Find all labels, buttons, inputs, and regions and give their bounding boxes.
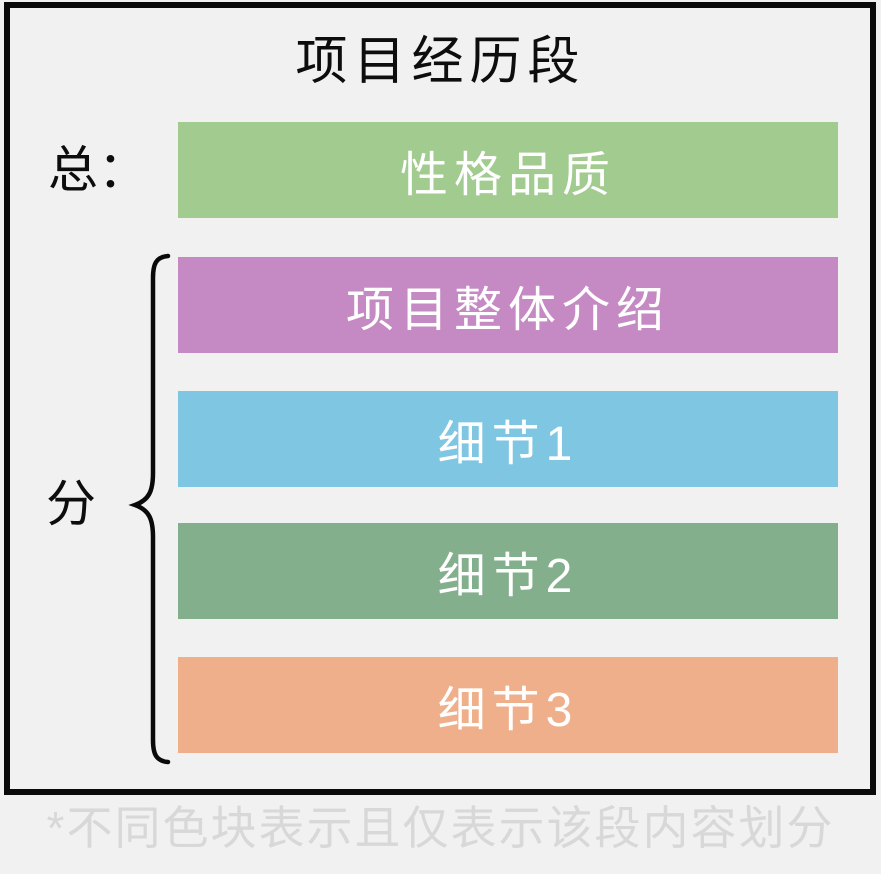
block-project-overview: 项目整体介绍: [178, 257, 838, 353]
diagram-title: 项目经历段: [295, 33, 586, 91]
block-label: 细节3: [437, 684, 579, 737]
block-detail-3: 细节3: [178, 657, 838, 753]
block-label: 细节2: [437, 550, 579, 603]
block-summary-quality: 性格品质: [178, 122, 838, 218]
footnote: *不同色块表示且仅表示该段内容划分: [46, 802, 835, 854]
block-label: 项目整体介绍: [345, 284, 670, 337]
summary-label: 总：: [48, 142, 148, 198]
detail-label: 分: [46, 476, 96, 532]
curly-brace: [128, 253, 171, 765]
block-label: 性格品质: [399, 149, 616, 202]
block-label: 细节1: [437, 418, 579, 471]
block-detail-1: 细节1: [178, 391, 838, 487]
block-detail-2: 细节2: [178, 523, 838, 619]
